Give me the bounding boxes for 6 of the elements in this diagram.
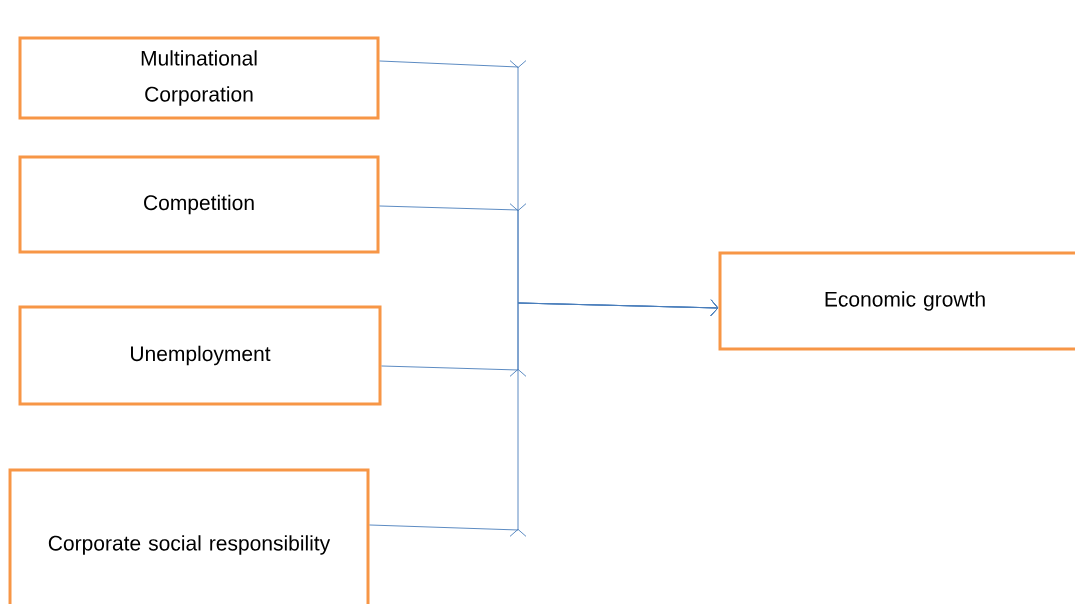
process-box: Competition	[18, 155, 380, 254]
process-box: Corporate social responsibility	[8, 468, 370, 604]
arrow	[369, 299, 719, 537]
process-box: Economic growth	[718, 251, 1075, 351]
process-box: Unemployment	[18, 305, 382, 406]
process-box: Multinational Corporation	[18, 36, 380, 120]
